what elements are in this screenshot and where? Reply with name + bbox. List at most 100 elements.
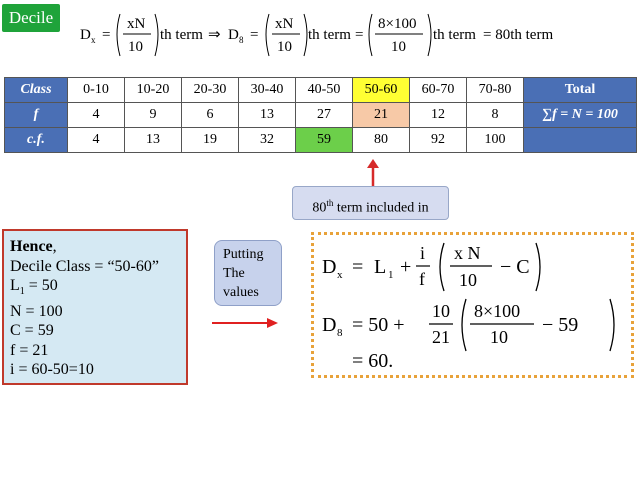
calc-num10: 10 — [432, 301, 450, 321]
formula-frac3-num: 8×100 — [378, 16, 416, 32]
total-header: Total — [523, 77, 637, 103]
f-cell: 9 — [124, 102, 182, 128]
calc-minus-c: − C — [500, 256, 530, 278]
hence-comma: , — [52, 238, 57, 255]
callout-text: term included in — [333, 200, 429, 216]
cf-cell: 4 — [67, 127, 125, 153]
term-callout: 80th term included in — [292, 186, 449, 220]
hence-l1: L1 = 50 — [10, 277, 58, 298]
class-cell: 60-70 — [409, 77, 467, 103]
table-row-class: Class 0-10 10-20 20-30 30-40 40-50 50-60… — [4, 77, 637, 103]
calc-paren-left-2 — [461, 298, 467, 352]
calc-d8-sub: 8 — [337, 327, 343, 339]
formula-result: = 80th term — [483, 27, 553, 43]
calc-dx-sub: x — [337, 269, 343, 281]
formula-implies: ⇒ — [208, 27, 221, 43]
calculation-box: D x = L 1 + i f x N 10 − C D 8 = 50 + 10… — [311, 232, 634, 378]
cf-cell-highlighted: 59 — [295, 127, 353, 153]
cf-cell: 32 — [238, 127, 296, 153]
formula-dx: D — [80, 27, 91, 43]
paren-right-1 — [154, 13, 159, 57]
calc-l1: L — [374, 256, 386, 278]
formula-frac1-num: xN — [127, 16, 146, 32]
arrow-up-icon — [367, 159, 379, 186]
cf-cell: 19 — [181, 127, 239, 153]
paren-left-3 — [368, 13, 373, 57]
calc-dx: D — [322, 256, 336, 278]
cf-cell: 13 — [124, 127, 182, 153]
hence-n: N = 100 — [10, 302, 63, 320]
class-cell-highlighted: 50-60 — [352, 77, 410, 103]
calc-xn: x N — [454, 243, 481, 263]
row-header-cf: c.f. — [4, 127, 68, 153]
f-cell-highlighted: 21 — [352, 102, 410, 128]
cf-cell: 92 — [409, 127, 467, 153]
class-cell: 10-20 — [124, 77, 182, 103]
cf-cell: 80 — [352, 127, 410, 153]
putting-values-note: Putting The values — [214, 240, 282, 306]
f-cell: 4 — [67, 102, 125, 128]
calc-l1-sub: 1 — [388, 269, 394, 281]
class-cell: 70-80 — [466, 77, 524, 103]
paren-left-2 — [265, 13, 270, 57]
decile-formula: D x = xN 10 th term ⇒ D 8 = xN 10 th ter… — [78, 6, 598, 62]
class-cell: 20-30 — [181, 77, 239, 103]
row-header-f: f — [4, 102, 68, 128]
total-empty — [523, 127, 637, 153]
calc-fifty-plus: = 50 + — [352, 314, 405, 336]
paren-left-1 — [116, 13, 121, 57]
formula-frac2-den: 10 — [277, 39, 292, 55]
formula-dx-sub: x — [91, 35, 96, 45]
calc-i: i — [420, 243, 425, 263]
formula-th-term-3: th term — [433, 27, 476, 43]
formula-frac3-den: 10 — [391, 39, 406, 55]
callout-sup: th — [326, 198, 334, 208]
f-cell: 13 — [238, 102, 296, 128]
paren-right-2 — [303, 13, 308, 57]
formula-frac2-num: xN — [275, 16, 294, 32]
hence-title: Hence — [10, 238, 53, 255]
hence-c: C = 59 — [10, 322, 54, 340]
calc-d8: D — [322, 314, 336, 336]
calc-f: f — [419, 269, 425, 289]
formula-frac1-den: 10 — [128, 39, 143, 55]
formula-d8: D — [228, 27, 239, 43]
frequency-table: Class 0-10 10-20 20-30 30-40 40-50 50-60… — [4, 77, 637, 153]
calc-eq: = — [352, 256, 363, 278]
calc-den21: 21 — [432, 327, 450, 347]
calc-paren-right-2 — [609, 298, 615, 352]
hence-decile-class: Decile Class = “50-60” — [10, 257, 159, 275]
calc-minus-59: − 59 — [542, 314, 578, 336]
class-cell: 30-40 — [238, 77, 296, 103]
class-cell: 0-10 — [67, 77, 125, 103]
formula-eq2: = — [250, 27, 258, 43]
calc-ten: 10 — [459, 270, 477, 290]
f-cell: 8 — [466, 102, 524, 128]
calc-paren-right-1 — [535, 242, 541, 292]
calc-den10: 10 — [490, 327, 508, 347]
formula-d8-sub: 8 — [239, 35, 244, 45]
calc-plus: + — [400, 256, 411, 278]
calc-num800: 8×100 — [474, 301, 520, 321]
table-row-f: f 4 9 6 13 27 21 12 8 ∑f = N = 100 — [4, 102, 637, 128]
hence-i: i = 60-50=10 — [10, 361, 94, 379]
cf-cell: 100 — [466, 127, 524, 153]
formula-eq1: = — [102, 27, 110, 43]
table-row-cf: c.f. 4 13 19 32 59 80 92 100 — [4, 127, 637, 153]
callout-number: 80 — [312, 200, 327, 216]
arrow-right-icon — [212, 318, 278, 328]
row-header-class: Class — [4, 77, 68, 103]
f-cell: 12 — [409, 102, 467, 128]
calc-paren-left-1 — [439, 242, 445, 292]
class-cell: 40-50 — [295, 77, 353, 103]
f-cell: 6 — [181, 102, 239, 128]
calc-result: = 60. — [352, 350, 393, 372]
formula-th-term-2: th term — [308, 27, 351, 43]
formula-eq3: = — [355, 27, 363, 43]
hence-box: Hence, Decile Class = “50-60” L1 = 50 N … — [2, 229, 188, 385]
decile-badge: Decile — [2, 4, 60, 32]
formula-th-term-1: th term — [160, 27, 203, 43]
paren-right-3 — [427, 13, 432, 57]
f-cell: 27 — [295, 102, 353, 128]
hence-f: f = 21 — [10, 341, 49, 359]
